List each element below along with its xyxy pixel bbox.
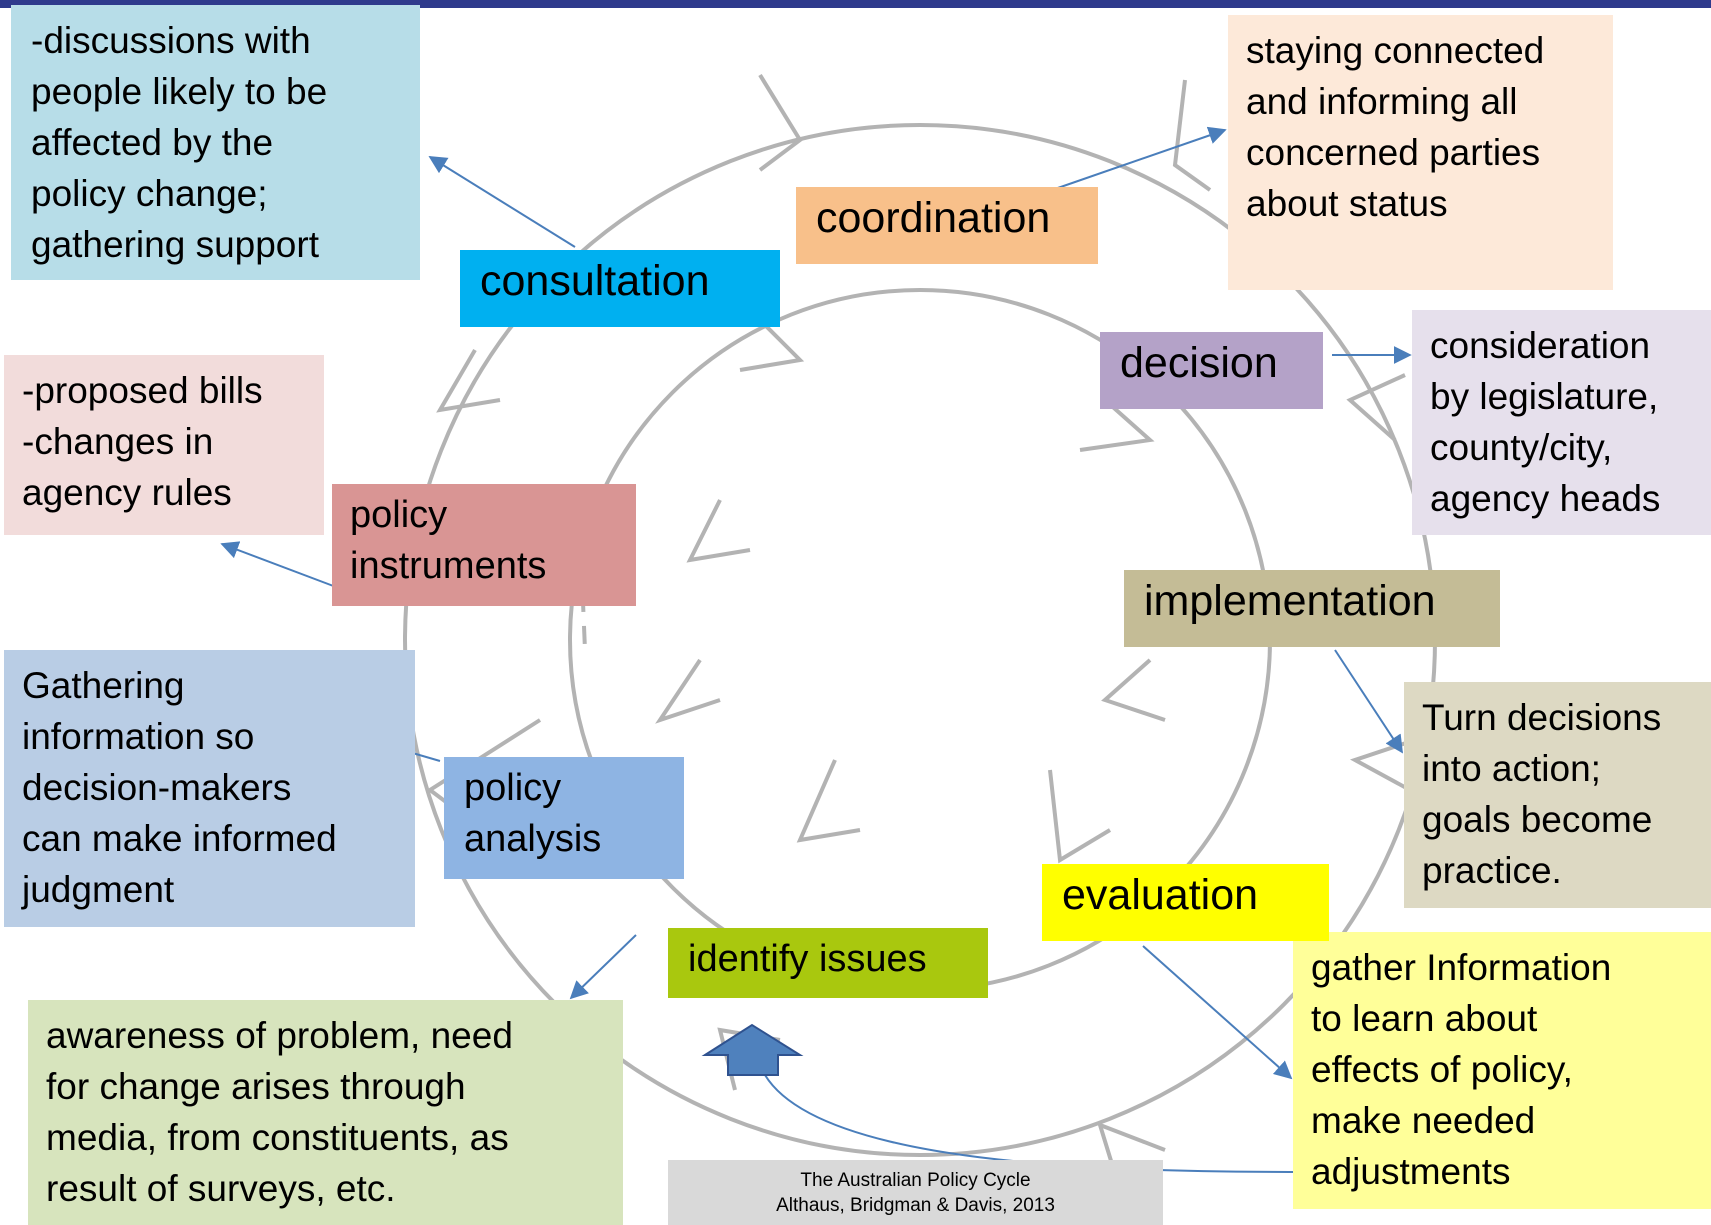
arrow-consultation-note (428, 156, 576, 248)
citation-authors: Althaus, Bridgman & Davis, 2013 (776, 1195, 1055, 1216)
policy-analysis-note: Gathering information so decision-makers… (4, 650, 415, 927)
stage-policy-instruments: policy instruments (332, 484, 636, 606)
consultation-note: -discussions with people likely to be af… (11, 5, 420, 280)
arrow-implementation-note (1334, 649, 1403, 754)
citation: The Australian Policy Cycle Althaus, Bri… (668, 1160, 1163, 1225)
up-arrow-icon (701, 1023, 804, 1076)
arrow-coordination-note (1051, 126, 1227, 191)
connector-arrows (220, 126, 1412, 1173)
stage-decision: decision (1100, 332, 1323, 409)
citation-title: The Australian Policy Cycle (800, 1170, 1031, 1191)
stage-consultation: consultation (460, 250, 780, 327)
evaluation-note: gather Information to learn about effect… (1293, 932, 1711, 1209)
policy-instruments-note: -proposed bills -changes in agency rules (4, 355, 324, 535)
arrow-identify-issues-note (569, 934, 637, 1000)
coordination-note: staying connected and informing all conc… (1228, 15, 1613, 290)
stage-implementation: implementation (1124, 570, 1500, 647)
arrow-policy-instruments-note (220, 541, 345, 591)
title-bar (0, 0, 1711, 8)
arrow-evaluation-note (1142, 945, 1293, 1080)
stage-policy-analysis: policy analysis (444, 757, 684, 879)
decision-note: consideration by legislature, county/cit… (1412, 310, 1711, 535)
arrow-evaluation-loop (764, 1074, 1311, 1173)
stage-identify-issues: identify issues (668, 928, 988, 998)
stage-evaluation: evaluation (1042, 864, 1329, 941)
identify-issues-note: awareness of problem, need for change ar… (28, 1000, 623, 1225)
stage-coordination: coordination (796, 187, 1098, 264)
implementation-note: Turn decisions into action; goals become… (1404, 682, 1711, 908)
